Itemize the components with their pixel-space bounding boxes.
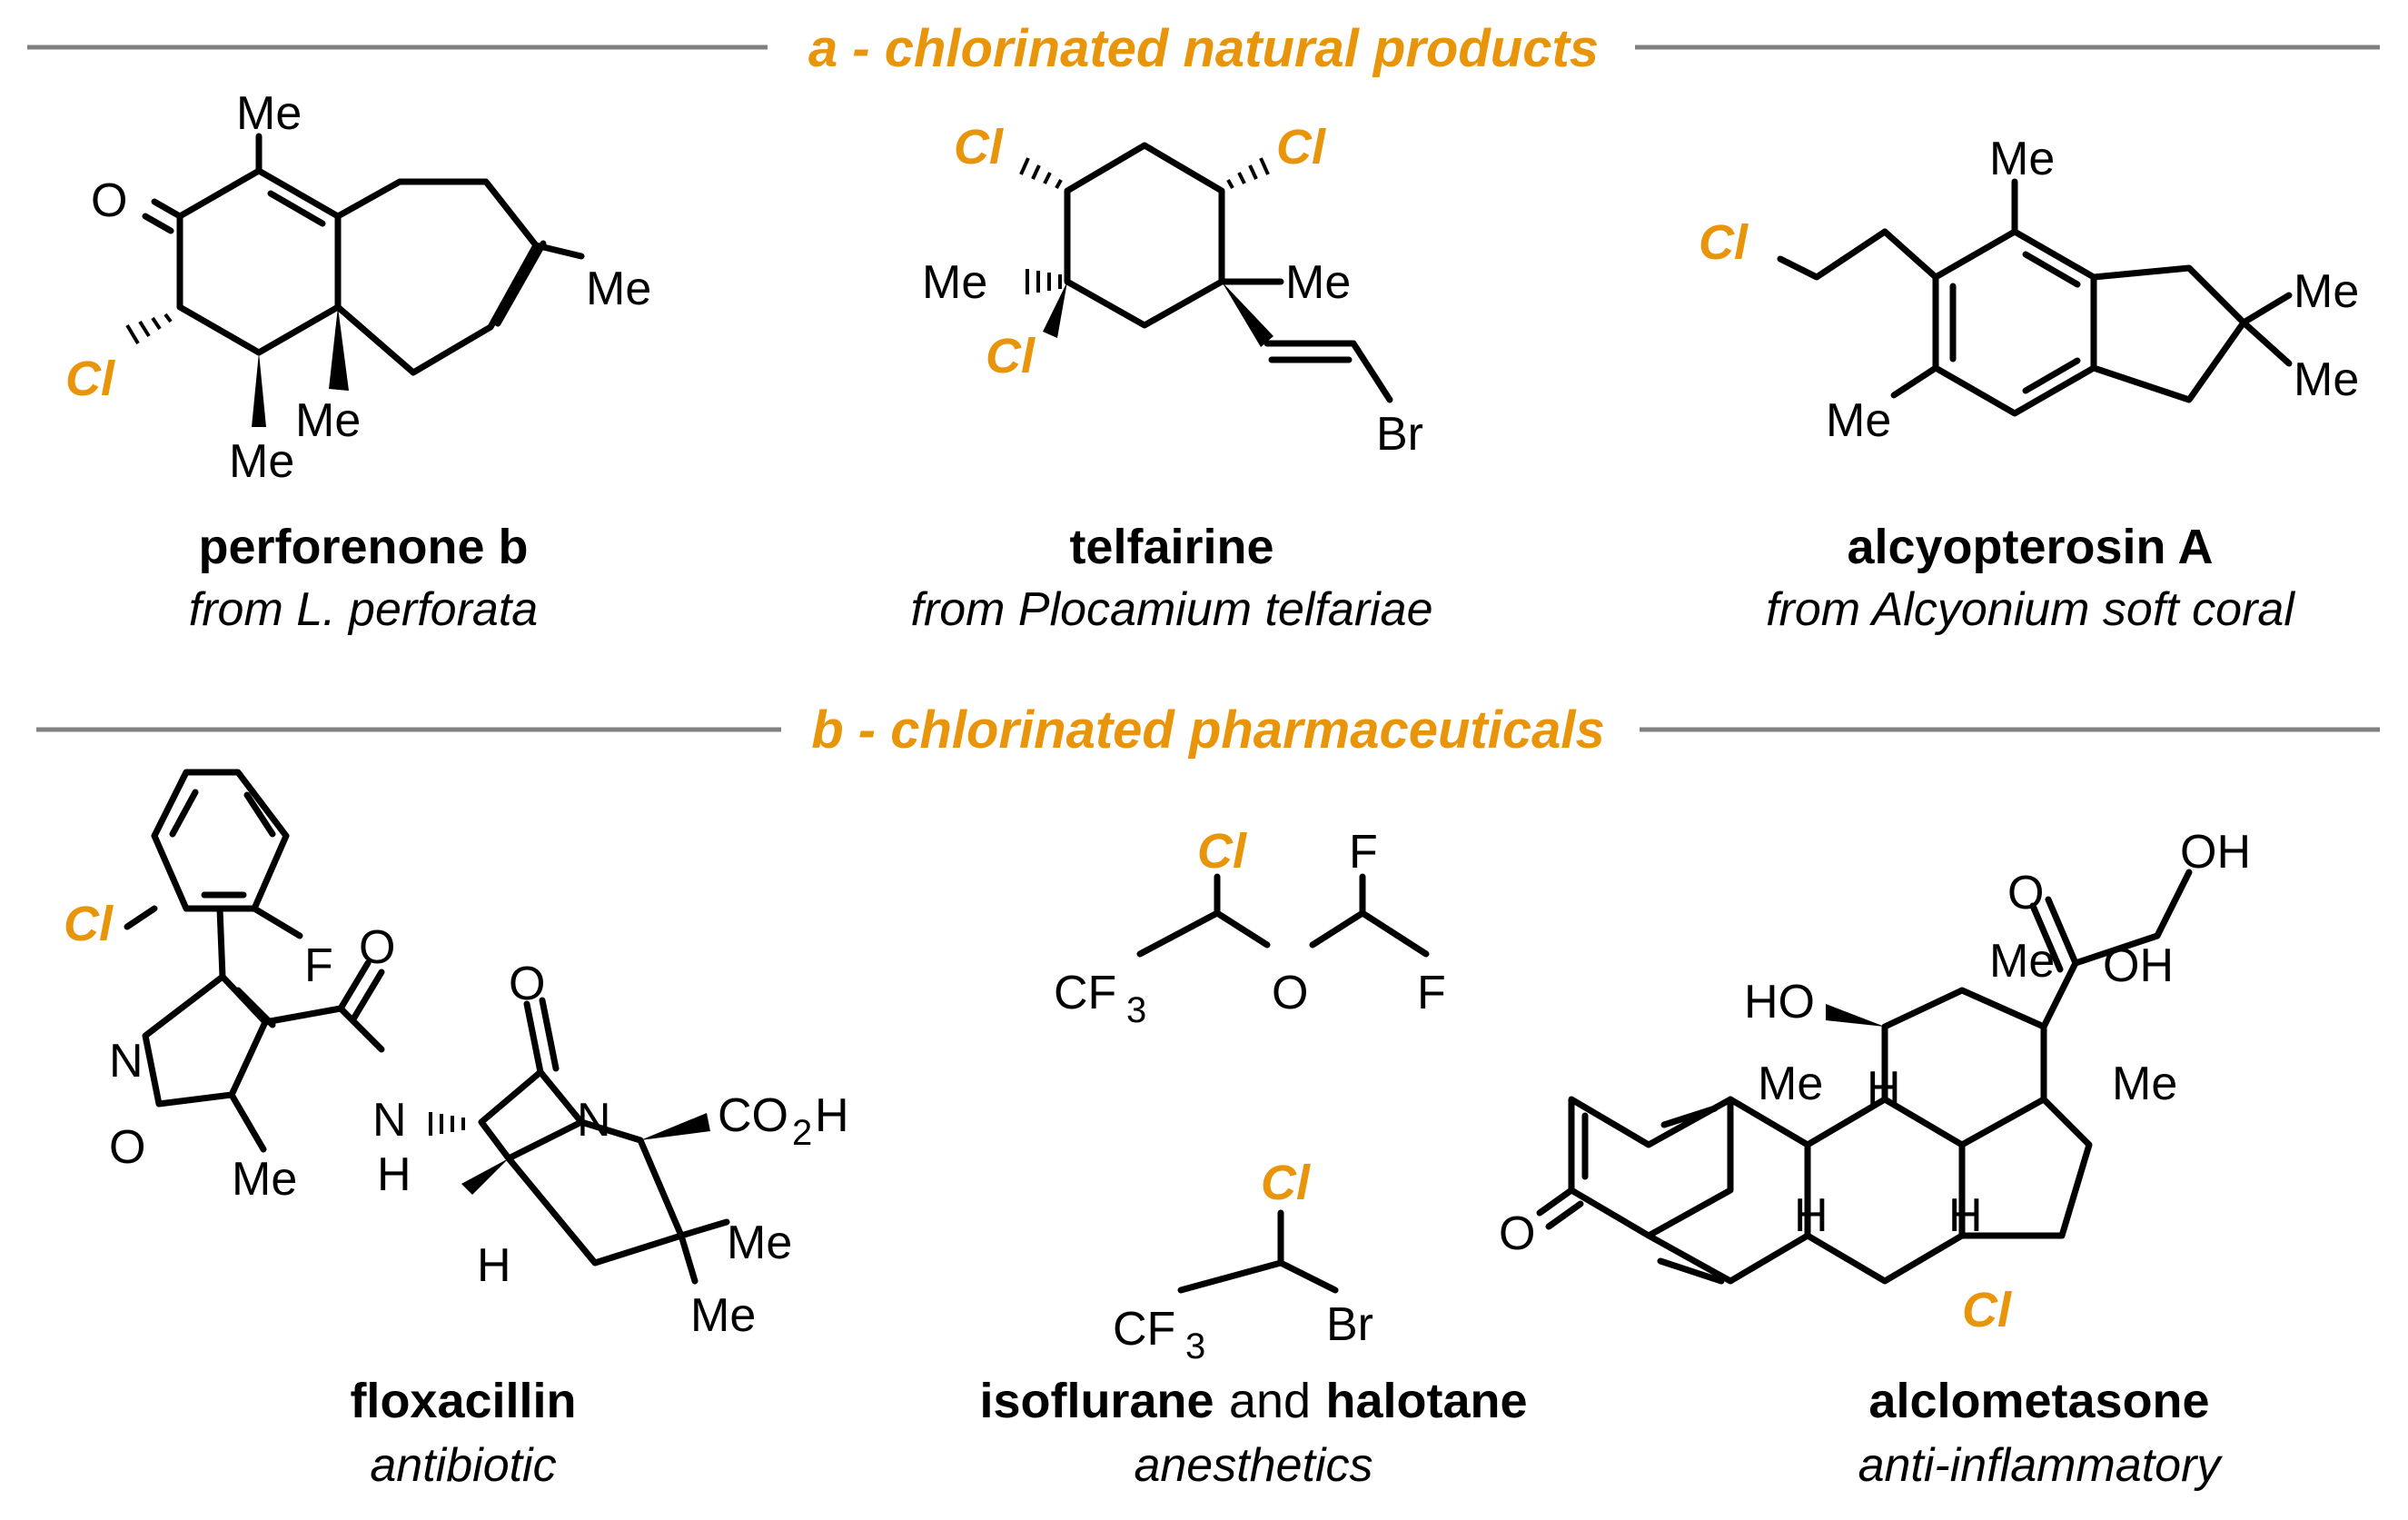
section-a-title: a - chlorinated natural products	[808, 19, 1599, 78]
floxacillin-h: H	[477, 1239, 511, 1292]
section-b-header: b - chlorinated pharmaceuticals	[36, 700, 2380, 760]
perforenone-me-bottom: Me	[229, 435, 294, 488]
floxacillin-structure: Cl F N O O Me N H O N CO 2 H H Me Me	[64, 769, 849, 1342]
compound-name-connector: and	[1229, 1374, 1311, 1428]
floxacillin-cl: Cl	[64, 897, 114, 951]
isoflurane-cf: CF	[1054, 967, 1116, 1019]
alclometasone-h-c14: H	[1948, 1189, 1983, 1242]
floxacillin-f: F	[304, 939, 333, 992]
alclometasone-oh-c17: OH	[2103, 939, 2174, 992]
floxacillin-nh-n: N	[372, 1094, 407, 1147]
perforenone-me-quat: Me	[295, 394, 361, 447]
alclometasone-o-c3: O	[1499, 1207, 1535, 1260]
halotane-cf: CF	[1113, 1303, 1175, 1356]
isoflurane-cf-sub: 3	[1126, 990, 1146, 1030]
alclometasone-cl: Cl	[1962, 1283, 2012, 1337]
perforenone-oxygen: O	[91, 174, 127, 227]
compound-name-isoflurane: isoflurane	[979, 1374, 1214, 1428]
halotane-structure: Cl CF 3 Br	[1113, 1156, 1373, 1366]
compound-name-alclometasone: alclometasone	[1868, 1374, 2209, 1428]
alcyopterosin-me-gem2: Me	[2294, 353, 2359, 406]
floxacillin-co-h: H	[815, 1089, 849, 1142]
isoflurane-f-right: F	[1417, 967, 1446, 1019]
compound-source-anesthetics: anesthetics	[1134, 1439, 1372, 1492]
compound-source-alclometasone: anti-inflammatory	[1858, 1439, 2224, 1492]
compound-name-floxacillin: floxacillin	[350, 1374, 576, 1428]
perforenone-b-structure: Me O Me Cl Me Me	[65, 87, 651, 488]
telfairine-me-left: Me	[922, 256, 987, 309]
alcyopterosin-a-structure: Me Cl Me Me Me	[1699, 133, 2359, 447]
telfairine-me-right: Me	[1285, 256, 1351, 309]
compound-source-perforenone: from L. perforata	[189, 583, 538, 636]
floxacillin-nh-h: H	[377, 1148, 411, 1201]
halotane-br: Br	[1326, 1298, 1373, 1351]
alclometasone-oh-top: OH	[2180, 826, 2251, 879]
halotane-cl: Cl	[1261, 1156, 1311, 1210]
compound-source-floxacillin: antibiotic	[370, 1439, 556, 1492]
perforenone-me-right: Me	[586, 263, 651, 315]
compound-name-anesthetics: isoflurane and halotane	[979, 1374, 1527, 1428]
floxacillin-o-ring: O	[109, 1121, 145, 1174]
floxacillin-co-sub: 2	[792, 1113, 812, 1153]
compound-source-telfairine: from Plocamium telfariae	[910, 583, 1432, 636]
alclometasone-structure: OH O HO Me OH Me H Me H H O Cl	[1499, 826, 2251, 1337]
compound-name-alcyopterosin: alcyopterosin A	[1847, 520, 2213, 574]
telfairine-cl-bottom: Cl	[986, 329, 1036, 383]
compound-name-perforenone: perforenone b	[198, 520, 528, 574]
alclometasone-o-keto: O	[2007, 867, 2044, 919]
alclometasone-me-c19: Me	[1758, 1058, 1823, 1110]
alclometasone-me-c16: Me	[2112, 1058, 2177, 1110]
compound-name-halotane: halotane	[1326, 1374, 1528, 1428]
floxacillin-n-ring: N	[109, 1035, 144, 1088]
floxacillin-o-amide: O	[359, 921, 395, 974]
isoflurane-cl: Cl	[1197, 824, 1247, 879]
telfairine-structure: Cl Cl Me Me Cl Br	[922, 120, 1423, 461]
floxacillin-me1: Me	[727, 1217, 792, 1269]
isoflurane-f-top: F	[1349, 826, 1378, 879]
floxacillin-me2: Me	[690, 1289, 756, 1342]
telfairine-cl-right: Cl	[1276, 120, 1326, 174]
telfairine-cl-left: Cl	[954, 120, 1004, 174]
alcyopterosin-cl: Cl	[1699, 215, 1749, 270]
floxacillin-me: Me	[232, 1153, 297, 1206]
isoflurane-structure: Cl F CF 3 O F	[1054, 824, 1446, 1030]
telfairine-br: Br	[1376, 408, 1423, 461]
floxacillin-n-lactam: N	[577, 1094, 611, 1147]
perforenone-me-top: Me	[236, 87, 302, 140]
section-b-title: b - chlorinated pharmaceuticals	[811, 700, 1604, 760]
alcyopterosin-me-bottom: Me	[1826, 394, 1891, 447]
section-a-header: a - chlorinated natural products	[27, 19, 2380, 78]
floxacillin-co: CO	[718, 1089, 788, 1142]
compound-source-alcyopterosin: from Alcyonium soft coral	[1766, 583, 2295, 636]
perforenone-cl: Cl	[65, 352, 115, 406]
isoflurane-o: O	[1272, 967, 1308, 1019]
floxacillin-o-lactam: O	[509, 958, 545, 1010]
alclometasone-me-c18: Me	[1989, 935, 2055, 988]
halotane-cf-sub: 3	[1185, 1326, 1205, 1366]
alclometasone-ho: HO	[1744, 976, 1815, 1028]
alcyopterosin-me-gem1: Me	[2294, 265, 2359, 318]
alclometasone-h-c8: H	[1867, 1062, 1901, 1115]
alclometasone-h-c9: H	[1794, 1189, 1828, 1242]
alcyopterosin-me-top: Me	[1989, 133, 2055, 185]
compound-name-telfairine: telfairine	[1069, 520, 1273, 574]
